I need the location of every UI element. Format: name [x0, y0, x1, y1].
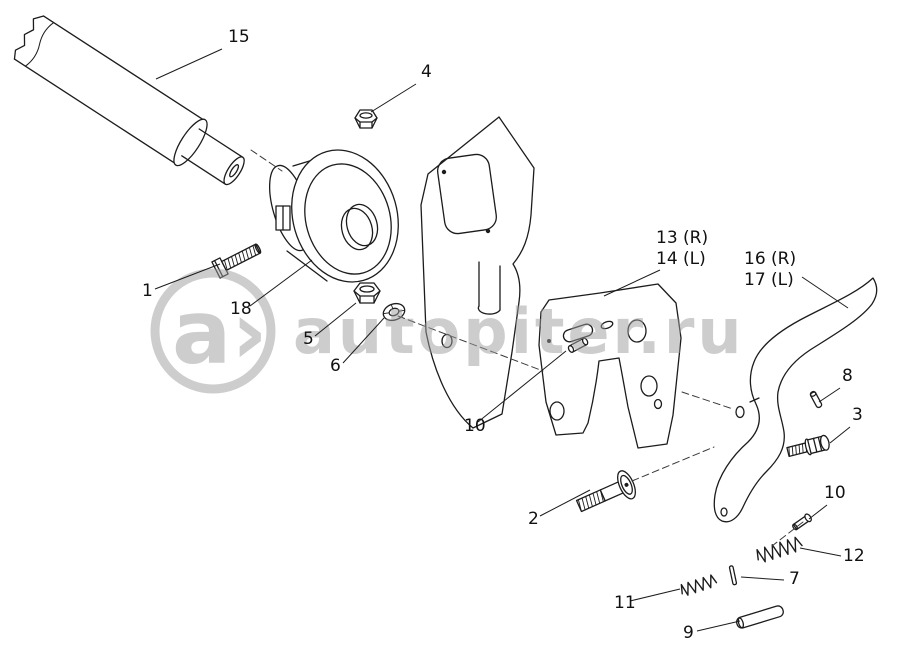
part-18-disc [268, 149, 399, 283]
label-14: 14 (L) [656, 249, 706, 269]
watermark-site-text: autopiter.ru [293, 295, 745, 368]
leader-5 [314, 302, 357, 337]
watermark: a› autopiter.ru [150, 268, 745, 394]
parts-layer [13, 15, 878, 629]
part-4-nut [354, 109, 378, 129]
leader-2 [539, 489, 591, 517]
part-7-pin [728, 565, 738, 586]
label-4: 4 [421, 62, 432, 82]
part-9-roll-pin [735, 605, 784, 629]
leader-4 [370, 83, 417, 113]
leader-11 [629, 588, 681, 602]
leader-16-17 [801, 276, 849, 309]
assembly-axis-lines [250, 149, 804, 547]
label-18: 18 [230, 299, 252, 319]
part-12-spring [756, 536, 803, 563]
leader-10b [808, 504, 828, 520]
part-8-pin [809, 390, 823, 409]
label-6: 6 [330, 356, 341, 376]
label-10a: 10 [464, 416, 486, 436]
labels-layer: 15 4 1 18 5 6 13 (R) 14 (L) 16 (R) 17 (L… [142, 27, 865, 643]
label-3: 3 [852, 405, 863, 425]
part-3-bolt [786, 434, 830, 458]
label-15: 15 [228, 27, 250, 47]
leader-12 [799, 547, 842, 557]
label-13: 13 (R) [656, 228, 708, 248]
leader-8 [818, 387, 841, 403]
leader-3 [829, 426, 851, 444]
leader-7 [740, 576, 785, 581]
leader-13-14 [603, 269, 661, 297]
leader-6 [342, 317, 385, 364]
label-7: 7 [789, 569, 800, 589]
label-1: 1 [142, 281, 153, 301]
leader-1 [154, 263, 221, 290]
watermark-logo-text: a› [172, 281, 268, 384]
part-2-bolt [575, 470, 636, 513]
part-mount-plate [420, 116, 535, 429]
leader-9 [696, 620, 741, 632]
label-11: 11 [614, 593, 636, 613]
label-16: 16 (R) [744, 249, 796, 269]
leader-18 [249, 259, 313, 307]
part-5-nut [353, 282, 381, 304]
watermark-logo-circle [150, 268, 276, 394]
part-1-bolt [211, 243, 262, 279]
leader-lines [154, 48, 851, 632]
label-17: 17 (L) [744, 270, 794, 290]
part-16-17-lever [713, 277, 878, 523]
leader-15 [155, 48, 223, 80]
label-8: 8 [842, 366, 853, 386]
part-10-pin-a [567, 337, 589, 353]
part-15-shaft [13, 15, 245, 186]
part-11-spring [680, 574, 718, 596]
label-10b: 10 [824, 483, 846, 503]
label-9: 9 [683, 623, 694, 643]
leader-10a [477, 350, 567, 423]
label-2: 2 [528, 509, 539, 529]
label-12: 12 [843, 546, 865, 566]
part-13-14-bracket [538, 283, 682, 449]
label-5: 5 [303, 329, 314, 349]
